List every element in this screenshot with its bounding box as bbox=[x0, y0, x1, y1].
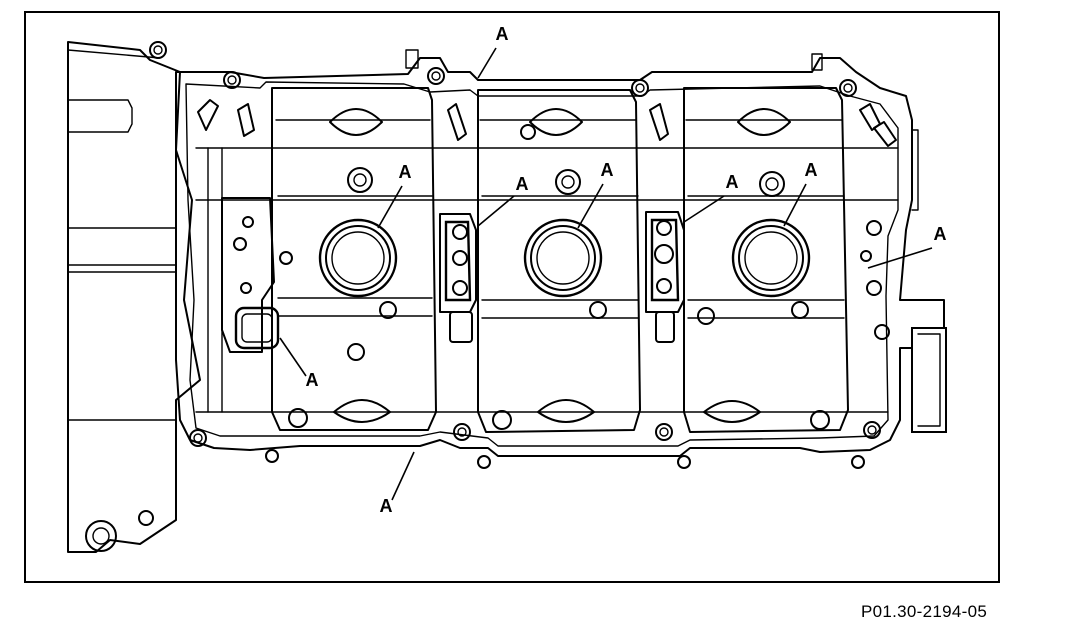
callout-leader-line bbox=[577, 183, 604, 229]
callout-label: A bbox=[516, 174, 529, 194]
square-seal bbox=[234, 306, 280, 350]
callout-leader-line bbox=[391, 451, 415, 501]
callout-bottom: A bbox=[380, 451, 415, 516]
cylinder-chamber-2 bbox=[477, 89, 641, 433]
callout-leader-line bbox=[377, 185, 403, 229]
callout-top: A bbox=[477, 24, 509, 79]
callout-label: A bbox=[934, 224, 947, 244]
callout-leader-line bbox=[279, 337, 307, 377]
cover-ribs bbox=[195, 99, 899, 413]
callout-label: A bbox=[726, 172, 739, 192]
callout-leader-line bbox=[867, 247, 933, 269]
left-bracket bbox=[221, 197, 280, 353]
callout-label: A bbox=[306, 370, 319, 390]
callout-left-seal: A bbox=[279, 337, 319, 390]
bridge-1-2 bbox=[439, 213, 477, 343]
spark-plug-seal-2 bbox=[523, 218, 603, 298]
reference-code: P01.30-2194-05 bbox=[861, 602, 988, 621]
bridge-2-3 bbox=[645, 211, 685, 343]
cover-flange bbox=[175, 49, 947, 469]
callout-cyl3-plug: A bbox=[783, 160, 818, 227]
callout-label: A bbox=[399, 162, 412, 182]
callout-right-seal: A bbox=[867, 224, 947, 269]
callout-label: A bbox=[805, 160, 818, 180]
callout-cyl1-2-bridge: A bbox=[477, 174, 529, 227]
callout-cyl2-3-bridge: A bbox=[683, 172, 739, 223]
callout-leader-line bbox=[477, 47, 497, 79]
callout-leader-line bbox=[683, 195, 725, 223]
callout-label: A bbox=[601, 160, 614, 180]
callout-layer: A A A A A A A A A bbox=[279, 24, 947, 516]
callout-label: A bbox=[380, 496, 393, 516]
callout-cyl1-plug: A bbox=[377, 162, 412, 229]
spark-plug-seal-1 bbox=[318, 218, 398, 298]
timing-cover bbox=[67, 41, 201, 553]
cylinder-chamber-3 bbox=[683, 87, 849, 433]
callout-cyl2-plug: A bbox=[577, 160, 614, 229]
diagram-frame bbox=[24, 11, 1000, 583]
callout-label: A bbox=[496, 24, 509, 44]
callout-leader-line bbox=[783, 183, 807, 227]
spark-plug-seal-3 bbox=[731, 218, 811, 298]
callout-leader-line bbox=[477, 195, 515, 227]
cylinder-chamber-1 bbox=[271, 87, 437, 431]
